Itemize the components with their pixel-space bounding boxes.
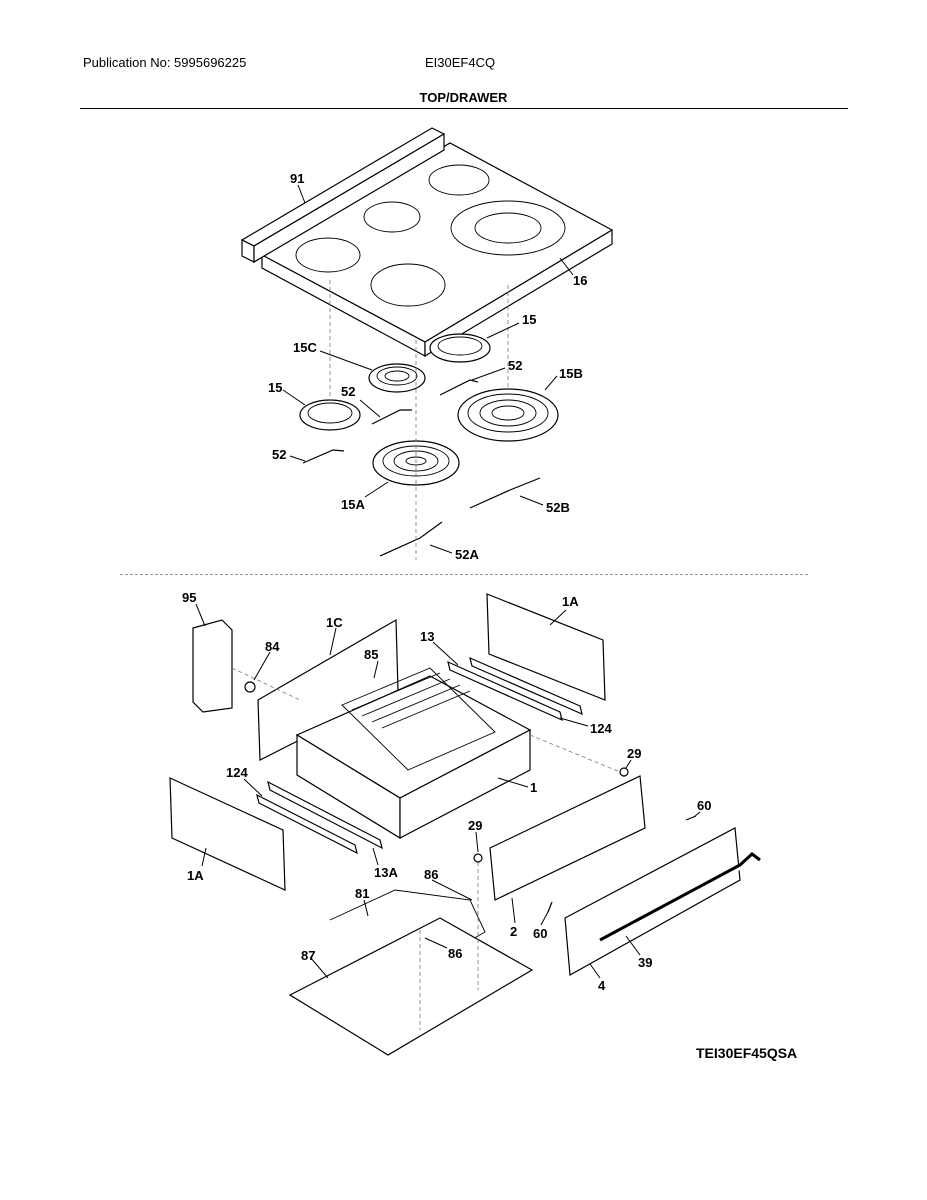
publication-number: Publication No: 5995696225 bbox=[83, 55, 247, 70]
element-15b bbox=[457, 388, 559, 442]
callout-52-top: 52 bbox=[508, 358, 522, 373]
model-number: EI30EF4CQ bbox=[425, 55, 496, 70]
bumper-29-a bbox=[619, 767, 629, 777]
callout-39: 39 bbox=[638, 955, 652, 970]
callout-29-left: 29 bbox=[468, 818, 482, 833]
callout-124-left: 124 bbox=[226, 765, 248, 780]
callout-29-right: 29 bbox=[627, 746, 641, 761]
callout-81: 81 bbox=[355, 886, 369, 901]
callout-87: 87 bbox=[301, 948, 315, 963]
bracket-52b bbox=[469, 477, 541, 509]
callout-91: 91 bbox=[290, 171, 304, 186]
element-15-right bbox=[429, 333, 491, 363]
callout-52-mid: 52 bbox=[341, 384, 355, 399]
bracket-52-mid bbox=[371, 409, 412, 425]
callout-86-low: 86 bbox=[448, 946, 462, 961]
callout-95: 95 bbox=[182, 590, 196, 605]
clip-84 bbox=[244, 681, 256, 693]
callout-52b: 52B bbox=[546, 500, 570, 515]
callout-13: 13 bbox=[420, 629, 434, 644]
rear-trim-91 bbox=[240, 127, 446, 264]
callout-52-low: 52 bbox=[272, 447, 286, 462]
callout-86-top: 86 bbox=[424, 867, 438, 882]
callout-60-right: 60 bbox=[697, 798, 711, 813]
drawer-side-1a-right bbox=[486, 593, 606, 701]
callout-52a: 52A bbox=[455, 547, 479, 562]
handle-39 bbox=[599, 852, 761, 942]
callout-15-left: 15 bbox=[268, 380, 282, 395]
leader-lines bbox=[195, 184, 701, 979]
figure-code: TEI30EF45QSA bbox=[696, 1045, 798, 1061]
callout-124-right: 124 bbox=[590, 721, 612, 736]
callout-1a-right: 1A bbox=[562, 594, 579, 609]
bracket-52-top bbox=[439, 379, 479, 396]
callout-15c: 15C bbox=[293, 340, 317, 355]
drawer-front-2 bbox=[489, 775, 646, 901]
bracket-52-low bbox=[302, 449, 345, 464]
callout-4: 4 bbox=[598, 978, 606, 993]
drawer-side-1a-left bbox=[169, 777, 286, 891]
drawer-box-1 bbox=[295, 675, 532, 840]
callout-15b: 15B bbox=[559, 366, 583, 381]
slide-13 bbox=[447, 656, 583, 722]
callout-15a: 15A bbox=[341, 497, 365, 512]
callout-85: 85 bbox=[364, 647, 378, 662]
header-rule bbox=[80, 108, 848, 109]
callout-1: 1 bbox=[530, 780, 537, 795]
callout-15-right: 15 bbox=[522, 312, 536, 327]
section-title: TOP/DRAWER bbox=[419, 90, 508, 105]
callout-16: 16 bbox=[573, 273, 587, 288]
callout-60-left: 60 bbox=[533, 926, 547, 941]
callout-1a-left: 1A bbox=[187, 868, 204, 883]
section-divider bbox=[120, 574, 808, 575]
element-15c bbox=[368, 363, 426, 393]
callout-84: 84 bbox=[265, 639, 280, 654]
callout-2: 2 bbox=[510, 924, 517, 939]
drawer-panel-4 bbox=[564, 827, 741, 976]
element-15-left bbox=[299, 399, 361, 431]
bracket-52a bbox=[379, 521, 443, 557]
slide-13a bbox=[256, 780, 383, 855]
cabinet-side-95 bbox=[192, 619, 233, 713]
bottom-plate-87 bbox=[288, 917, 534, 1056]
rack-85 bbox=[341, 667, 496, 771]
cooktop-glass-top bbox=[260, 142, 614, 358]
callout-1c: 1C bbox=[326, 615, 343, 630]
callout-labels: 91 16 15 15C 52 15B 15 52 52 15A 52B 52A… bbox=[182, 171, 711, 993]
bumper-29-b bbox=[473, 853, 483, 863]
callout-13a: 13A bbox=[374, 865, 398, 880]
